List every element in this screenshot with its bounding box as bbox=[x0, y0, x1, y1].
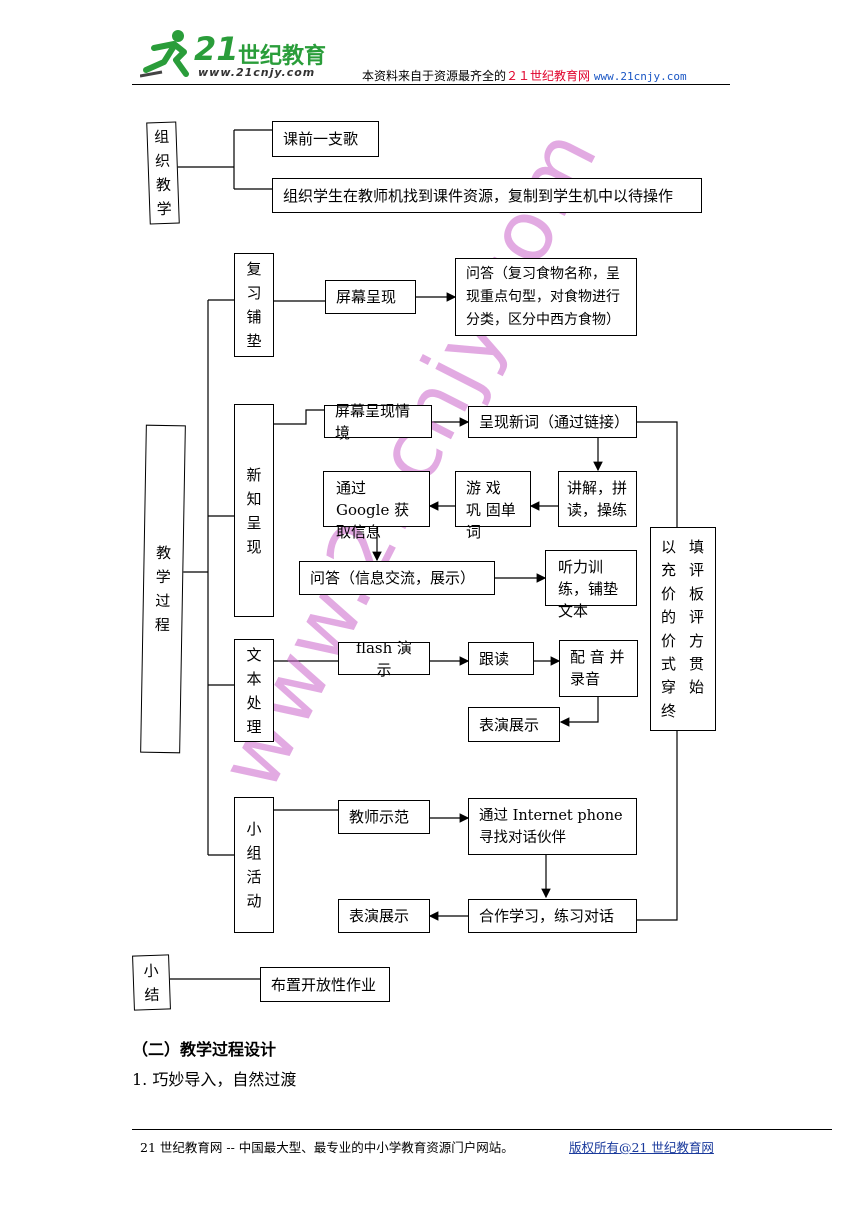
group-perform: 表演展示 bbox=[338, 899, 430, 933]
text-dub: 配 音 并 录音 bbox=[559, 640, 638, 697]
footer-rule bbox=[132, 1129, 832, 1130]
item-1-heading: 1. 巧妙导入，自然过渡 bbox=[132, 1070, 297, 1089]
footer-text: 21 世纪教育网 -- 中国最大型、最专业的中小学教育资源门户网站。 bbox=[140, 1140, 514, 1155]
new-screen-scene: 屏幕呈现情境 bbox=[324, 402, 432, 442]
group-activity-label: 小组活动 bbox=[234, 797, 274, 933]
group-demo: 教师示范 bbox=[338, 800, 430, 834]
new-listening: 听力训练，铺垫文本 bbox=[545, 550, 637, 620]
evaluation-col-right: 填评板评方贯始 bbox=[689, 538, 705, 697]
section-heading: （二）教学过程设计 bbox=[132, 1040, 277, 1059]
review-screen: 屏幕呈现 bbox=[325, 280, 416, 314]
summary-homework: 布置开放性作业 bbox=[260, 967, 390, 1002]
review-label: 复习铺垫 bbox=[234, 253, 274, 357]
logo-text: 世纪教育 bbox=[238, 44, 327, 69]
summary-label: 小结 bbox=[132, 954, 171, 1011]
header-note-prefix: 本资料来自于资源最齐全的 bbox=[362, 69, 507, 83]
footer-copyright-link[interactable]: 版权所有@21 世纪教育网 bbox=[569, 1140, 714, 1155]
site-logo: 21 世纪教育 www.21cnjy.com bbox=[140, 26, 340, 82]
new-qa: 问答（信息交流，展示） bbox=[299, 561, 495, 595]
text-follow: 跟读 bbox=[468, 642, 534, 675]
header-rule bbox=[132, 84, 730, 85]
process-label: 教学过程 bbox=[140, 424, 186, 754]
group-coop: 合作学习，练习对话 bbox=[468, 899, 637, 933]
new-present-words: 呈现新词（通过链接） bbox=[468, 406, 637, 438]
new-explain: 讲解，拼读，操练 bbox=[558, 471, 637, 527]
org-item-resources: 组织学生在教师机找到课件资源，复制到学生机中以待操作 bbox=[272, 178, 702, 213]
runner-logo-icon bbox=[140, 30, 189, 78]
org-item-song: 课前一支歌 bbox=[272, 121, 379, 157]
group-phone: 通过 Internet phone 寻找对话伙伴 bbox=[468, 798, 637, 855]
evaluation-box: 以充价的价式穿终 填评板评方贯始 bbox=[650, 527, 716, 731]
new-knowledge-label: 新知呈现 bbox=[234, 404, 274, 617]
header-note-brand: ２１世纪教育网 bbox=[506, 69, 591, 83]
text-flash: flash 演示 bbox=[338, 639, 430, 679]
header-note-url[interactable]: www.21cnjy.com bbox=[593, 70, 687, 83]
new-game: 游 戏 巩 固单词 bbox=[455, 471, 531, 541]
org-teaching-label: 组织教学 bbox=[146, 121, 180, 225]
logo-url: www.21cnjy.com bbox=[198, 66, 316, 79]
review-qa: 问答（复习食物名称，呈现重点句型，对食物进行分类，区分中西方食物） bbox=[455, 258, 637, 336]
text-processing-label: 文本处理 bbox=[234, 639, 274, 742]
header-note: 本资料来自于资源最齐全的２１世纪教育网 www.21cnjy.com bbox=[362, 67, 687, 84]
text-perform: 表演展示 bbox=[468, 707, 560, 742]
new-google: 通过 Google 获取信息 bbox=[323, 471, 430, 541]
evaluation-col-left: 以充价的价式穿终 bbox=[661, 538, 677, 720]
logo-number: 21 bbox=[194, 30, 239, 68]
